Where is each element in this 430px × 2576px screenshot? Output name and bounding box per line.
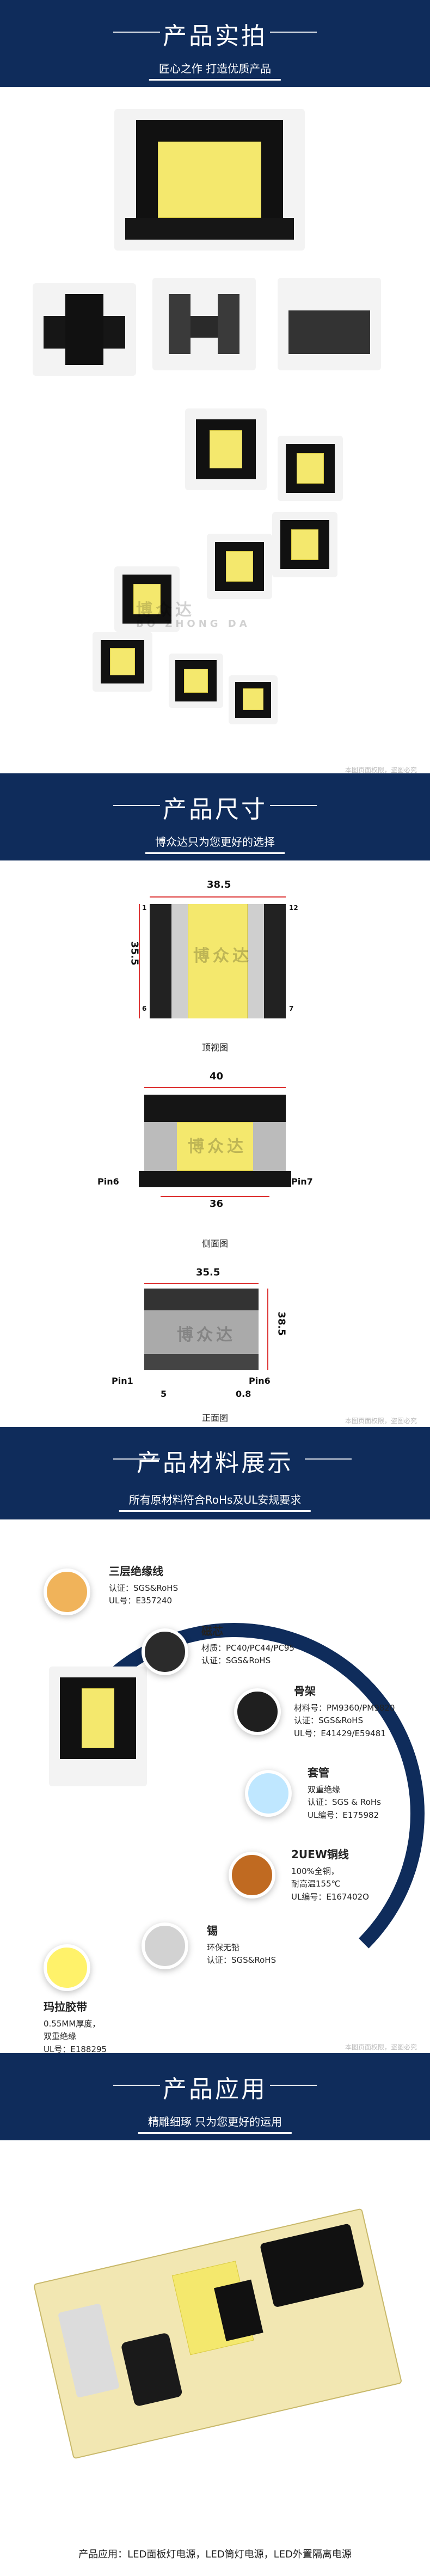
front-pin1-label: Pin1: [112, 1376, 133, 1386]
header-line-left: [113, 32, 160, 33]
top-pin1-label: 1: [142, 904, 147, 912]
side-pin7-label: Pin7: [291, 1176, 313, 1187]
uew-icon: [229, 1852, 275, 1899]
header-line-right: [270, 2085, 317, 2086]
cluster-photo-2: [278, 436, 343, 501]
application-section: 产品应用：LED面板灯电源，LED筒灯电源，LED外置隔离电源: [0, 2140, 430, 2576]
application-title: 产品应用: [163, 2076, 267, 2103]
materials-header: 产品材料展示 所有原材料符合RoHs及UL安规要求: [0, 1427, 430, 1519]
material-wire3: 三层绝缘线 认证：SGS&RoHS UL号：E357240: [109, 1565, 179, 1606]
wire3-icon: [44, 1568, 90, 1615]
dimensions-subtitle: 博众达只为您更好的选择: [145, 830, 285, 854]
cluster-photo-7: [169, 654, 223, 708]
dimensions-header: 产品尺寸 博众达只为您更好的选择: [0, 773, 430, 860]
top-watermark: 博众达: [193, 947, 252, 966]
cluster-photo-4: [207, 534, 272, 599]
header-line-left: [113, 1458, 160, 1460]
photos-copyright: 本图页面权限，盗图必究: [345, 766, 417, 774]
material-core: 磁芯 材质：PC40/PC44/PC95 认证：SGS&RoHS: [201, 1625, 294, 1666]
side-watermark: 博众达: [188, 1137, 247, 1156]
front-watermark: 博众达: [177, 1326, 236, 1345]
material-uew: 2UEW铜线 100%全铜， 耐高温155℃ UL编号：E167402O: [291, 1848, 369, 1902]
brand-watermark-en: BO ZHONG DA: [136, 618, 250, 630]
side-view-drawing: 40 Pin6 Pin7 36 博众达: [97, 1071, 313, 1210]
top-view-coil: [188, 904, 248, 1018]
side-pin6-label: Pin6: [97, 1176, 119, 1187]
header-line-right: [305, 1458, 352, 1460]
materials-subtitle: 所有原材料符合RoHs及UL安规要求: [119, 1488, 311, 1512]
header-line-left: [113, 805, 160, 806]
materials-copyright: 本图页面权限，盗图必究: [345, 2043, 417, 2051]
core-half-photo-2: [278, 278, 381, 370]
application-subtitle: 精雕细琢 只为您更好的运用: [138, 2110, 292, 2134]
dimensions-section: 38.5 35.5 12 7 6 1 博众达 顶视图 40 Pin6 Pin7 …: [0, 860, 430, 1427]
top-view-caption: 顶视图: [201, 1042, 229, 1053]
application-text: 产品应用：LED面板灯电源，LED筒灯电源，LED外置隔离电源: [78, 2549, 352, 2560]
application-header: 产品应用 精雕细琢 只为您更好的运用: [0, 2053, 430, 2140]
photos-subtitle: 匠心之作 打造优质产品: [149, 57, 281, 81]
material-bobbin: 骨架 材料号：PM9360/PM9820 认证：SGS&RoHS UL号：E41…: [294, 1684, 395, 1738]
cluster-photo-8: [229, 675, 278, 724]
tape-icon: [44, 1944, 90, 1991]
core-icon: [142, 1628, 188, 1675]
front-view-drawing: 35.5 38.5 Pin1 Pin6 5 0.8 博众达: [112, 1267, 302, 1400]
tin-icon: [142, 1922, 188, 1969]
photos-title: 产品实拍: [163, 22, 267, 50]
sleeve-icon: [245, 1770, 292, 1817]
front-pin6-label: Pin6: [249, 1376, 271, 1386]
top-pin6-label: 6: [142, 1005, 147, 1012]
top-width-label: 38.5: [207, 879, 231, 890]
dimensions-title: 产品尺寸: [163, 796, 267, 823]
front-left-label: 5: [161, 1389, 167, 1399]
top-pin7-label: 7: [289, 1005, 294, 1012]
front-view-caption: 正面图: [201, 1413, 229, 1423]
materials-title: 产品材料展示: [137, 1449, 293, 1477]
bobbin-photo: [33, 283, 136, 376]
side-width-label: 40: [210, 1071, 224, 1082]
materials-section: 三层绝缘线 认证：SGS&RoHS UL号：E357240 磁芯 材质：PC40…: [0, 1519, 430, 2054]
pcb-board: [33, 2208, 403, 2459]
cluster-photo-1: [185, 408, 267, 490]
front-width-label: 35.5: [196, 1267, 220, 1278]
material-tape: 玛拉胶带 0.55MM厚度， 双重绝缘 UL号：E188295: [44, 2000, 107, 2054]
material-tin: 锡 环保无铅 认证：SGS&RoHS: [207, 1924, 277, 1965]
top-view-drawing: 38.5 35.5 12 7 6 1 博众达: [128, 879, 302, 1035]
material-sleeve: 套管 双重绝缘 认证：SGS & RoHs UL编号：E175982: [308, 1766, 381, 1820]
side-bottom-label: 36: [210, 1198, 224, 1210]
header-line-left: [113, 2085, 160, 2086]
materials-product-photo: [49, 1667, 147, 1786]
brand-watermark-cn: 博众达: [136, 601, 195, 620]
side-view-caption: 侧面图: [201, 1238, 229, 1249]
top-pin12-label: 12: [289, 904, 298, 912]
core-half-photo-1: [152, 278, 256, 370]
front-right-label: 0.8: [236, 1389, 251, 1399]
cluster-photo-3: [272, 512, 337, 577]
header-line-right: [270, 32, 317, 33]
main-photo: [114, 109, 305, 251]
bobbin-icon: [234, 1688, 281, 1735]
photos-header: 产品实拍 匠心之作 打造优质产品: [0, 0, 430, 87]
photos-section: 博众达 BO ZHONG DA 本图页面权限，盗图必究: [0, 87, 430, 795]
dimensions-copyright: 本图页面权限，盗图必究: [345, 1417, 417, 1425]
front-height-label: 38.5: [275, 1311, 287, 1336]
cluster-photo-5: [114, 566, 180, 632]
cluster-photo-6: [93, 632, 152, 692]
header-line-right: [270, 805, 317, 806]
